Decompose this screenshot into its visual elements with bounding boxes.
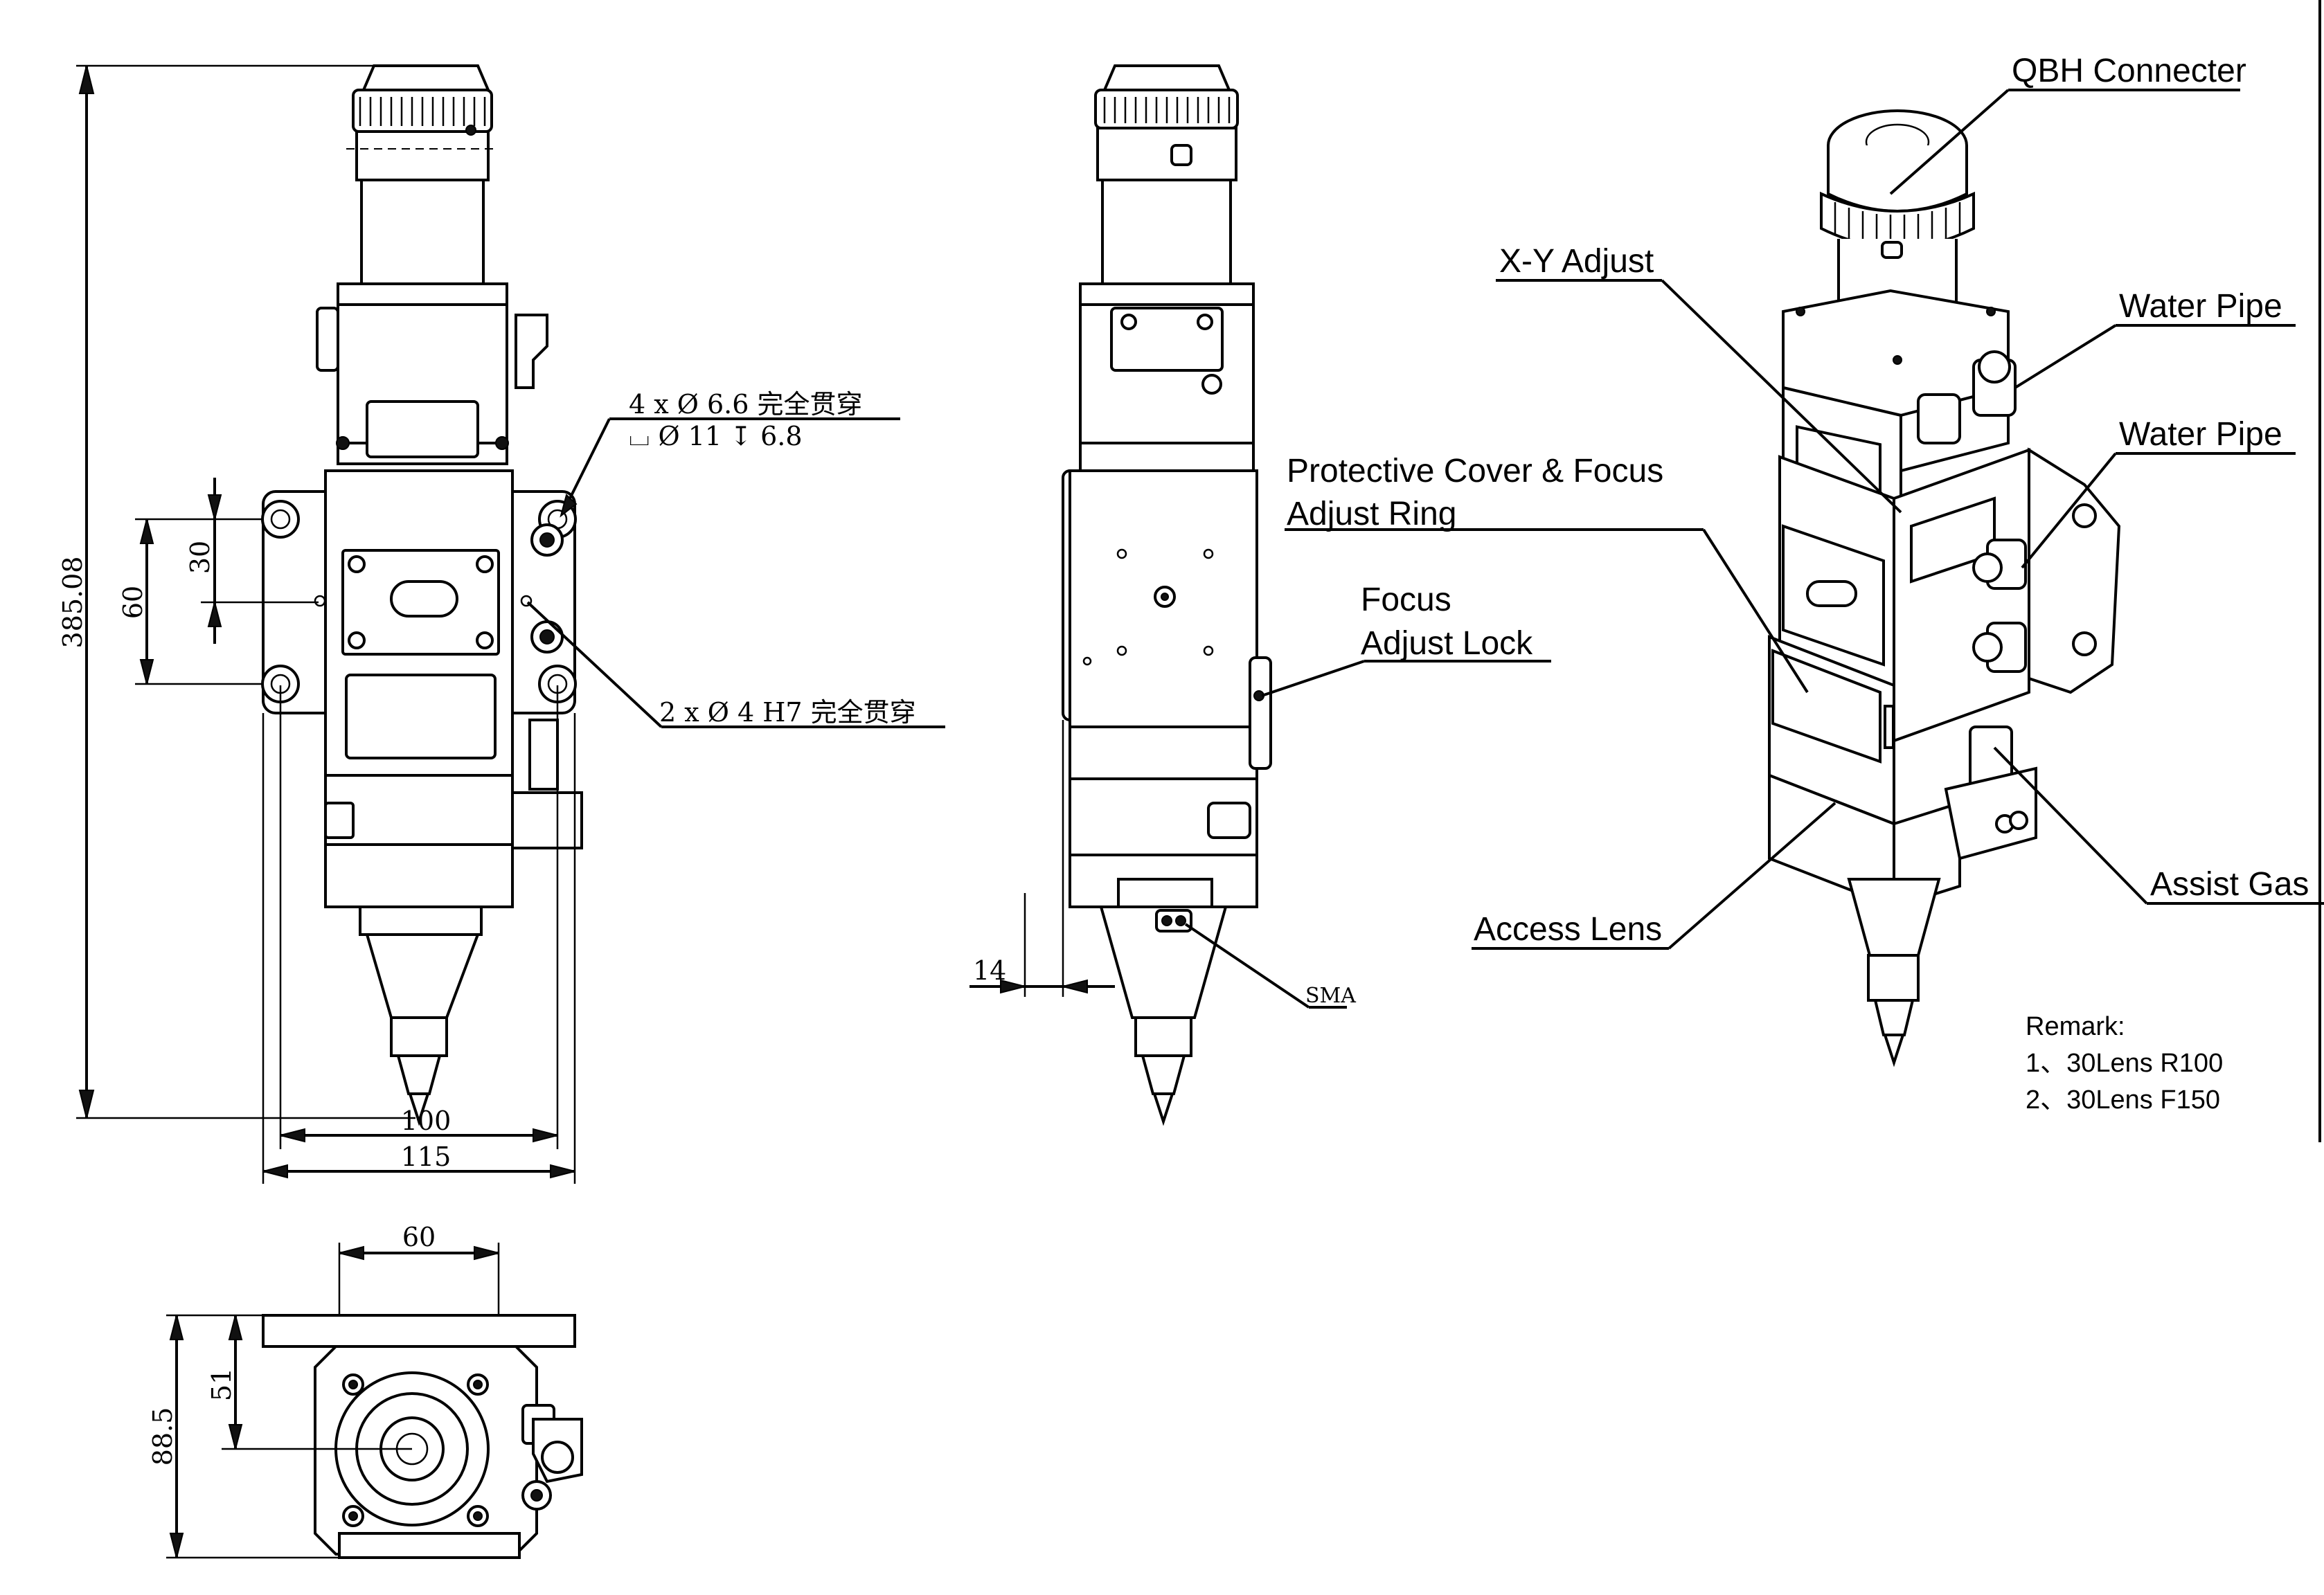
callout-focus-lock-line1: Focus [1361,582,1451,618]
callout-focus-lock-line2: Adjust Lock [1361,625,1533,662]
remark-item-1: 1、30Lens R100 [2026,1049,2223,1078]
dim-bottom-width-60: 60 [402,1222,436,1252]
dim-bottom-depth: 88.5 [148,1407,178,1466]
remark-title: Remark: [2026,1012,2125,1041]
dim-overall-height: 385.08 [57,557,88,649]
dim-spacing-30: 30 [185,541,215,574]
isometric-view: QBH Connecter X-Y Adjust Water Pipe Wate… [1261,53,2324,1067]
callout-qbh-connecter: QBH Connecter [2012,53,2246,89]
callout-protective-cover-line2: Adjust Ring [1287,496,1456,532]
callout-water-pipe-2: Water Pipe [2119,416,2282,453]
bottom-view: 60 88.5 51 [148,1222,583,1559]
callout-protective-cover-line1: Protective Cover & Focus [1287,453,1663,489]
note-mount-holes-line1: 4 x Ø 6.6 完全贯穿 [629,389,863,420]
note-mount-holes-line2: ⌴ Ø 11 ↧ 6.8 [629,421,803,451]
side-view: SMA 14 [969,64,1356,1126]
callout-assist-gas: Assist Gas [2150,866,2309,903]
front-view: 385.08 60 30 100 115 4 x Ø 6.6 完全贯穿 ⌴ Ø … [57,64,945,1184]
remark-block: Remark: 1、30Lens R100 2、30Lens F150 [2026,1012,2223,1115]
dim-width-115: 115 [401,1142,452,1172]
dim-bottom-offset-51: 51 [206,1368,237,1401]
callout-access-lens: Access Lens [1474,911,1662,948]
dim-width-100: 100 [401,1106,452,1136]
note-sma: SMA [1305,984,1356,1008]
remark-item-2: 2、30Lens F150 [2026,1085,2220,1115]
dim-spacing-60: 60 [118,586,148,619]
callout-xy-adjust: X-Y Adjust [1499,243,1654,280]
note-pin-holes: 2 x Ø 4 H7 完全贯穿 [659,697,916,728]
dim-offset-14: 14 [973,955,1006,986]
callout-water-pipe-1: Water Pipe [2119,288,2282,325]
